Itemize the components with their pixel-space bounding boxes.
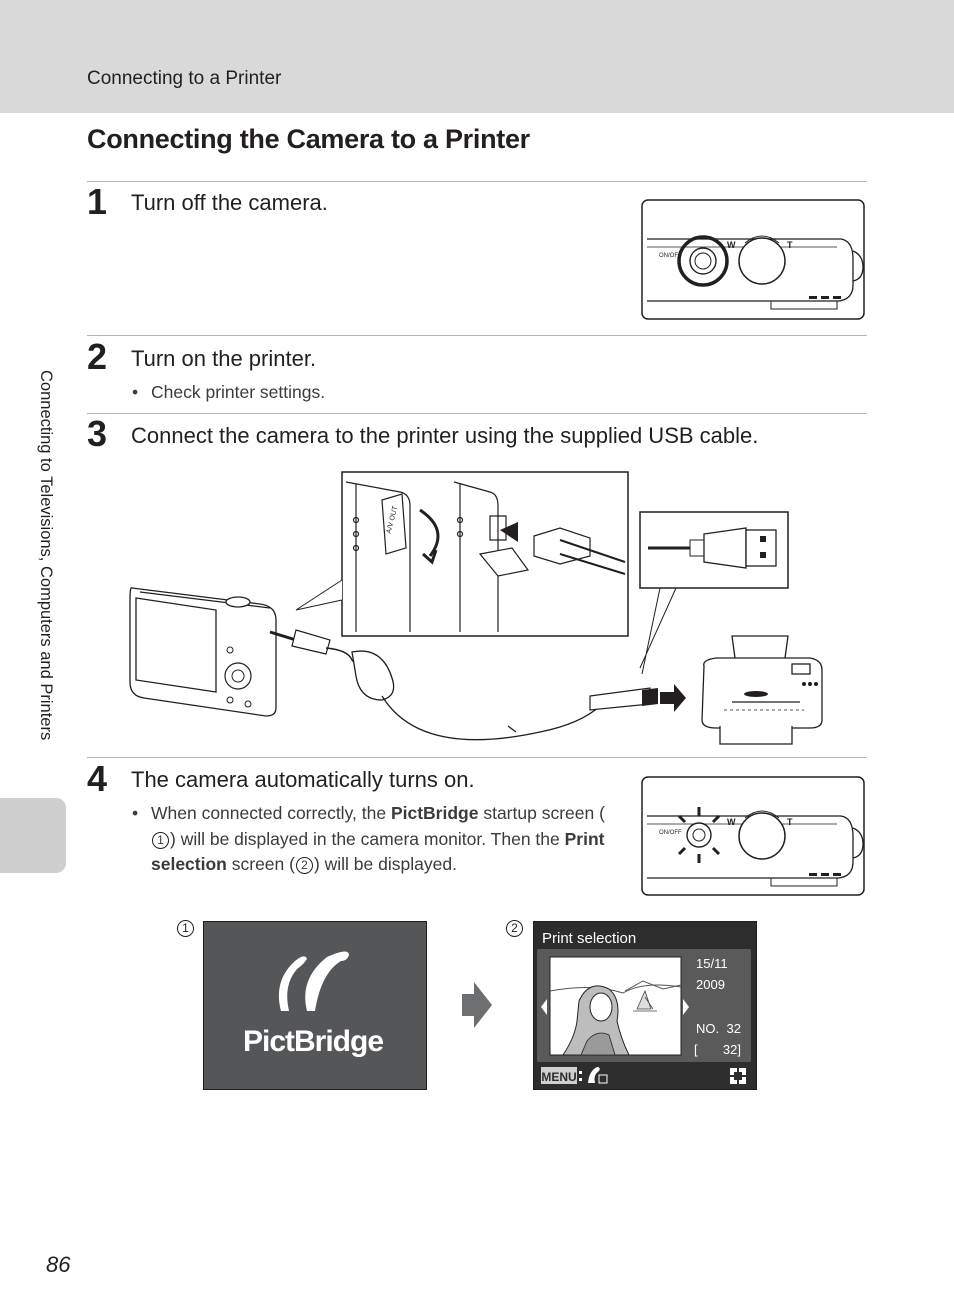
- pictbridge-term: PictBridge: [390, 803, 479, 823]
- step-text-4: The camera automatically turns on.: [131, 767, 475, 792]
- w-label: W: [727, 240, 736, 250]
- thumbnail-view-icon: [730, 1068, 746, 1084]
- screen-ref-2: 2: [295, 857, 313, 874]
- image-number-value: 32: [727, 1021, 741, 1036]
- t-label: T: [787, 240, 793, 250]
- on-off-label: ON/OFF: [659, 253, 682, 259]
- image-count-open: [: [694, 1042, 698, 1057]
- step-2-bullet: •Check printer settings.: [132, 382, 326, 402]
- pictbridge-screen: PictBridge: [203, 921, 427, 1090]
- step-text-2: Turn on the printer.: [131, 346, 317, 371]
- pictbridge-logo-icon: [278, 956, 307, 1011]
- image-count-value: 32]: [723, 1042, 741, 1057]
- step-text-1: Turn off the camera.: [131, 190, 328, 215]
- w-label: W: [727, 817, 736, 827]
- camera-top-illustration-on: ON/OFF W T: [641, 776, 865, 896]
- step-number-1: 1: [87, 181, 108, 222]
- side-tab: [0, 798, 66, 873]
- header-band: [0, 0, 954, 113]
- screen-ref-1: 1: [152, 831, 169, 849]
- thumbnail-photo: [549, 956, 682, 1056]
- step-text-3: Connect the camera to the printer using …: [131, 423, 759, 448]
- on-off-label: ON/OFF: [659, 830, 682, 836]
- menu-button-icon: [541, 1067, 577, 1084]
- step-number-3: 3: [87, 413, 108, 454]
- page-number: 86: [46, 1252, 71, 1277]
- image-number-label: NO.: [696, 1021, 719, 1036]
- running-header: Connecting to a Printer: [87, 68, 282, 89]
- print-selection-title: Print selection: [542, 930, 636, 947]
- date-day-month: 15/11: [696, 956, 728, 971]
- camera-top-illustration-off: ON/OFF W T: [641, 199, 865, 320]
- step-number-4: 4: [87, 758, 108, 799]
- t-label: T: [787, 817, 793, 827]
- print-selection-term: Print selection: [151, 828, 605, 875]
- screen-label-1: 1: [176, 920, 195, 937]
- date-year: 2009: [696, 977, 725, 992]
- screen-label-2: 2: [505, 920, 524, 937]
- section-title: Connecting the Camera to a Printer: [87, 124, 530, 154]
- divider: [87, 335, 867, 336]
- menu-label: MENU: [541, 1070, 576, 1084]
- pictbridge-logo-text: PictBridge: [243, 1025, 383, 1058]
- divider: [87, 757, 867, 758]
- divider: [87, 181, 867, 182]
- print-selection-screen: Print selection 15/11 2009 NO. 32 [ 32] …: [533, 921, 757, 1090]
- next-arrow-icon: [462, 982, 492, 1028]
- step-4-bullet: • When connected correctly, the PictBrid…: [132, 803, 605, 875]
- step-number-2: 2: [87, 336, 108, 377]
- usb-connection-illustration: A/V OUT: [129, 471, 823, 745]
- print-menu-icon: [588, 1067, 600, 1083]
- side-tab-text: Connecting to Televisions, Computers and…: [37, 370, 55, 741]
- divider: [87, 413, 867, 414]
